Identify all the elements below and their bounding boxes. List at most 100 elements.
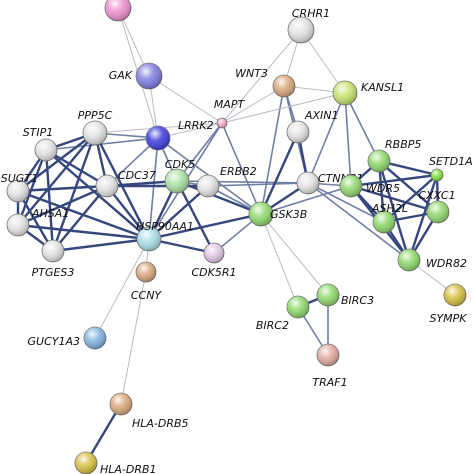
node-shine [287, 296, 309, 318]
node-label: PPP5C [78, 109, 113, 122]
node-shine [287, 121, 309, 143]
node-setd1a[interactable]: SETD1A [429, 155, 473, 182]
node-label: TRAF1 [312, 376, 347, 389]
node-shine [110, 393, 132, 415]
node-cdc37[interactable]: CDC37 [95, 169, 156, 198]
node-shine [137, 227, 161, 251]
node-shine [427, 201, 449, 223]
edge-cdk5-cdk5r1 [175, 179, 216, 255]
node-label: AHSA1 [31, 207, 69, 220]
node-shine [217, 118, 227, 128]
edge-stip1-hsp90aa1 [44, 148, 151, 241]
node-rbbp5[interactable]: RBBP5 [367, 138, 421, 173]
node-shine [197, 175, 219, 197]
node-label: SUGT1 [1, 172, 38, 185]
node-shine [136, 262, 156, 282]
node-label: GAK [109, 69, 133, 82]
node-top[interactable] [104, 0, 132, 22]
edge-wnt3-gsk3b [260, 85, 285, 215]
edge-setd1a-wdr82 [407, 173, 439, 262]
node-mapt[interactable]: MAPT [214, 98, 246, 129]
node-crhr1[interactable]: CRHR1 [287, 7, 330, 44]
edge-ptges3-cdc37 [51, 184, 109, 253]
node-label: BIRC2 [256, 319, 289, 332]
node-sugt1[interactable]: SUGT1 [1, 172, 38, 203]
edge-ppp5c-sugt1 [16, 131, 97, 193]
node-label: ERBB2 [220, 165, 257, 178]
node-hsp90aa1[interactable]: HSP90AA1 [136, 220, 194, 252]
node-label: CXXC1 [418, 189, 455, 202]
edge-gsk3b-birc2 [260, 213, 299, 308]
node-label: CRHR1 [292, 7, 330, 20]
node-stip1[interactable]: STIP1 [23, 126, 58, 162]
edge-gsk3b-axin1 [259, 130, 300, 216]
node-label: AXIN1 [304, 109, 339, 122]
node-ash2l[interactable]: ASH2L [371, 202, 408, 234]
node-shine [84, 327, 106, 349]
node-birc3[interactable]: BIRC3 [316, 283, 374, 307]
edge-ctnnb1-wdr82 [307, 182, 410, 261]
node-axin1[interactable]: AXIN1 [286, 109, 339, 144]
node-shine [431, 169, 443, 181]
edge-ccny-hla-drb5 [120, 271, 147, 405]
edge-erbb2-ctnnb1 [207, 182, 309, 187]
node-wnt3[interactable]: WNT3 [235, 67, 296, 98]
node-shine [146, 126, 170, 150]
node-ccny[interactable]: CCNY [131, 261, 163, 302]
node-kansl1[interactable]: KANSL1 [332, 80, 404, 106]
edge-gsk3b-wdr5 [260, 185, 352, 215]
node-label: WDR5 [366, 182, 400, 195]
edge-sugt1-ptges3 [16, 189, 55, 253]
node-shine [165, 169, 189, 193]
node-label: KANSL1 [361, 81, 404, 94]
node-label: GUCY1A3 [28, 335, 81, 348]
node-label: HSP90AA1 [136, 220, 194, 233]
node-ahsa1[interactable]: AHSA1 [6, 207, 69, 237]
node-sympk[interactable]: SYMPK [429, 283, 467, 325]
node-shine [333, 81, 357, 105]
node-lrrk2[interactable]: LRRK2 [145, 119, 214, 151]
node-gsk3b[interactable]: GSK3B [248, 201, 307, 227]
node-cdk5r1[interactable]: CDK5R1 [191, 242, 237, 279]
node-label: WNT3 [235, 67, 268, 80]
node-label: CDC37 [118, 169, 156, 182]
node-traf1[interactable]: TRAF1 [312, 343, 348, 389]
edge-rbbp5-wdr82 [377, 159, 411, 262]
node-label: GSK3B [270, 208, 307, 221]
edge-kansl1-wdr5 [344, 92, 352, 187]
node-shine [42, 240, 64, 262]
node-cxxc1[interactable]: CXXC1 [418, 189, 456, 224]
node-ptges3[interactable]: PTGES3 [32, 239, 75, 279]
node-hla-drb5[interactable]: HLA-DRB5 [109, 392, 189, 430]
node-shine [273, 75, 295, 97]
node-erbb2[interactable]: ERBB2 [196, 165, 257, 198]
node-gak[interactable]: GAK [109, 62, 163, 90]
node-cdk5[interactable]: CDK5 [164, 158, 195, 194]
node-ppp5c[interactable]: PPP5C [78, 109, 113, 146]
edge-hsp90aa1-gsk3b [147, 212, 263, 241]
node-birc2[interactable]: BIRC2 [256, 295, 310, 332]
edge-kansl1-mapt [221, 92, 346, 124]
node-label: STIP1 [23, 126, 54, 139]
node-label: ASH2L [371, 202, 408, 215]
node-label: CCNY [131, 289, 163, 302]
node-shine [83, 121, 107, 145]
edge-setd1a-wdr5 [349, 173, 439, 188]
node-hla-drb1[interactable]: HLA-DRB1 [74, 451, 157, 474]
node-wdr5[interactable]: WDR5 [339, 174, 400, 198]
edge-ptges3-hsp90aa1 [51, 237, 151, 253]
edge-stip1-ahsa1 [16, 148, 48, 227]
node-gucy1a3[interactable]: GUCY1A3 [28, 326, 107, 350]
node-wdr82[interactable]: WDR82 [397, 248, 467, 272]
edge-sugt1-cdc37 [16, 184, 109, 193]
node-shine [75, 452, 97, 474]
node-label: RBBP5 [385, 138, 421, 151]
edge-kansl1-rbbp5 [344, 92, 380, 162]
node-label: MAPT [214, 98, 246, 111]
node-shine [105, 0, 131, 21]
edge-ppp5c-ahsa1 [16, 131, 97, 227]
node-label: LRRK2 [178, 119, 214, 132]
edge-kansl1-ctnnb1 [307, 92, 346, 184]
